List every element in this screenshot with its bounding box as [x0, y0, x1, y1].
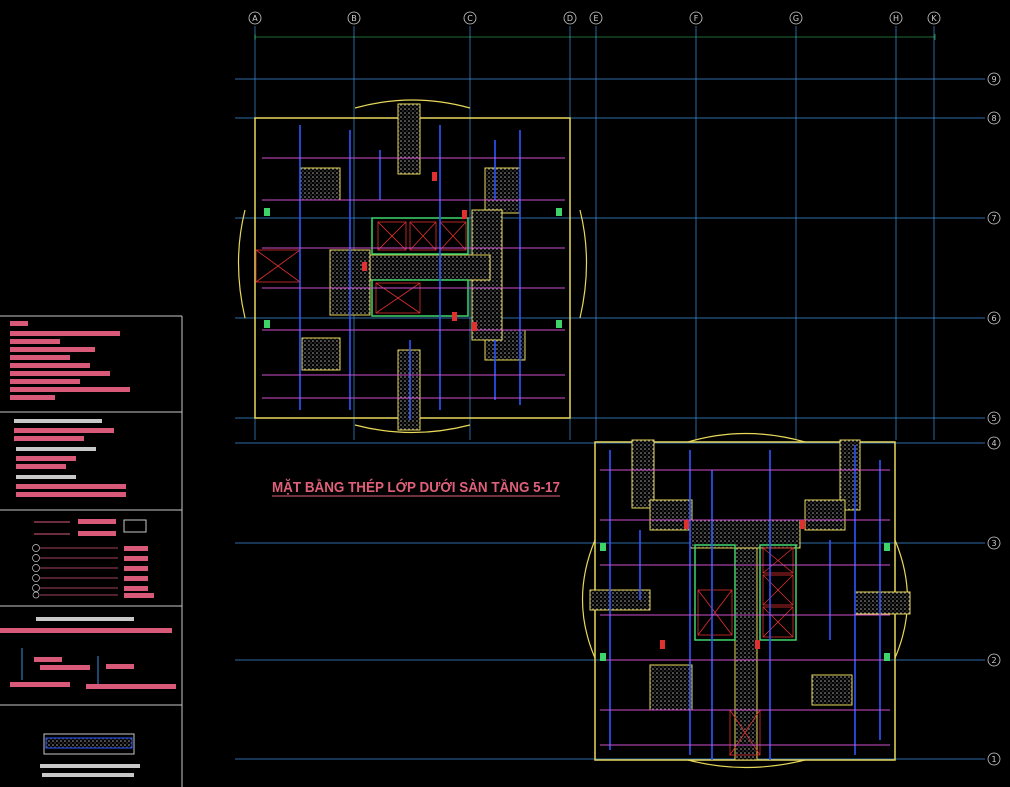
floor-plan-upper[interactable]: [237, 99, 588, 434]
svg-text:E: E: [593, 14, 598, 23]
svg-text:9: 9: [991, 75, 996, 84]
column-bubble-c: C: [463, 11, 477, 25]
svg-text:5: 5: [991, 414, 996, 423]
column-bubble-e: E: [589, 11, 603, 25]
legend-section-detail: [40, 733, 140, 777]
svg-text:G: G: [793, 14, 799, 23]
svg-text:D: D: [567, 14, 573, 23]
column-bubble-h: H: [889, 11, 903, 25]
column-bubble-b: B: [347, 11, 361, 25]
svg-text:A: A: [252, 14, 258, 23]
legend-rebar-spacing: [14, 419, 126, 497]
drawing-title: MẶT BẰNG THÉP LỚP DƯỚI SÀN TẦNG 5-17: [272, 478, 560, 497]
column-bubble-k: K: [927, 11, 941, 25]
svg-text:4: 4: [991, 439, 996, 448]
row-bubble-9: 9: [987, 72, 1001, 86]
legend-detail: [0, 617, 176, 689]
legend-notes: [10, 321, 130, 400]
svg-text:F: F: [694, 14, 699, 23]
svg-text:1: 1: [991, 755, 996, 764]
row-bubble-7: 7: [987, 211, 1001, 225]
column-bubble-a: A: [248, 11, 262, 25]
row-bubble-4: 4: [987, 436, 1001, 450]
svg-text:3: 3: [991, 539, 996, 548]
floor-plan-lower[interactable]: [581, 432, 911, 769]
svg-text:6: 6: [991, 314, 996, 323]
column-bubble-d: D: [563, 11, 577, 25]
row-bubble-8: 8: [987, 111, 1001, 125]
top-dimension-line: [254, 34, 936, 40]
svg-text:C: C: [467, 14, 473, 23]
column-bubble-g: G: [789, 11, 803, 25]
svg-text:B: B: [351, 14, 357, 23]
svg-text:8: 8: [991, 114, 996, 123]
legend-symbols: [32, 519, 154, 599]
svg-text:2: 2: [991, 656, 996, 665]
svg-text:7: 7: [991, 214, 996, 223]
row-bubble-3: 3: [987, 536, 1001, 550]
row-bubble-6: 6: [987, 311, 1001, 325]
svg-text:H: H: [893, 14, 899, 23]
row-bubble-1: 1: [987, 752, 1001, 766]
column-bubble-f: F: [689, 11, 703, 25]
drawing-title-text: MẶT BẰNG THÉP LỚP DƯỚI SÀN TẦNG 5-17: [272, 478, 560, 496]
row-bubble-2: 2: [987, 653, 1001, 667]
row-grid-bubbles: 9 8 7 6 5 4 3 2 1: [987, 72, 1001, 766]
svg-text:K: K: [931, 14, 937, 23]
row-bubble-5: 5: [987, 411, 1001, 425]
legend-panel[interactable]: [0, 315, 183, 787]
